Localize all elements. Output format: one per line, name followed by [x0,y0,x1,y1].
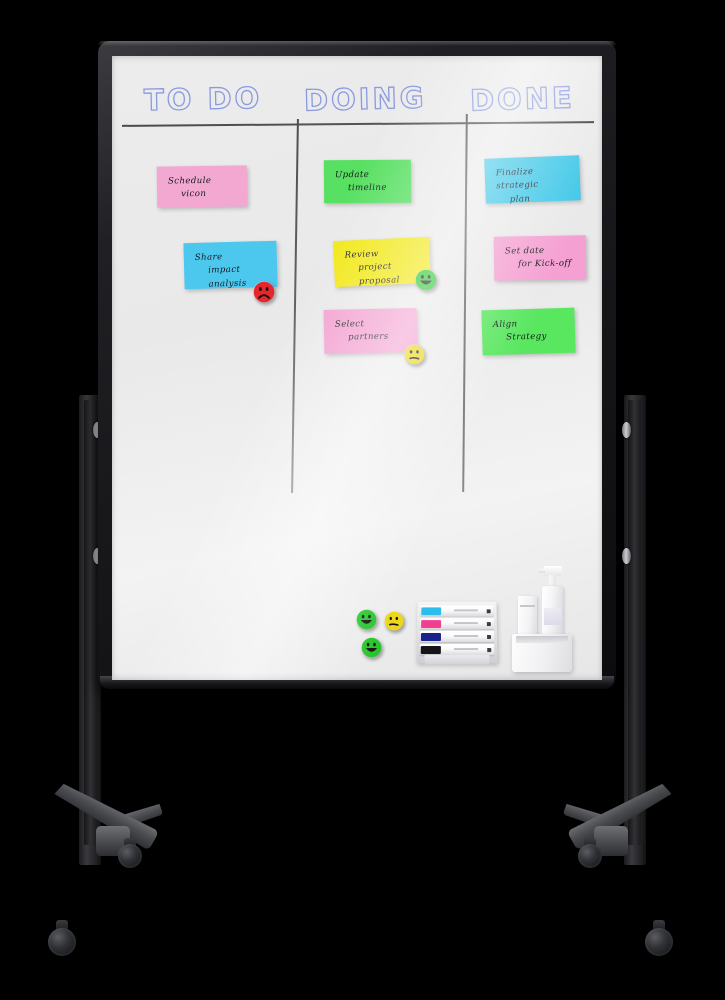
whiteboard-eraser[interactable] [518,596,537,640]
note-line-1: Schedule [167,175,212,187]
marker-nib-icon [487,634,492,639]
marker-nib-icon [486,608,491,613]
note-schedule-vicon[interactable]: Schedule vicon [156,165,248,208]
height-adjust-knob[interactable] [93,548,102,564]
note-line-2: project proposal [358,261,401,287]
caster-wheel[interactable] [645,928,673,956]
caster-wheel[interactable] [48,928,76,956]
marker-slot [419,631,495,642]
note-line-2: partners [348,331,389,343]
marker-slot [420,618,494,630]
height-adjust-knob[interactable] [622,548,631,564]
marker-pink[interactable] [421,619,491,628]
marker-cap [421,606,442,615]
column-divider-1 [291,119,299,493]
note-line-2: Strategy [506,331,547,343]
marker-blue[interactable] [420,632,492,641]
note-line-2: timeline [348,183,387,194]
marker-slot [419,643,495,656]
caster-wheel[interactable] [118,844,142,868]
caster-wheel[interactable] [578,844,602,868]
marker-nib-icon [486,621,491,626]
note-line-2: vicon [181,189,207,200]
marker-cap [420,632,441,641]
surface-glare [112,56,602,680]
marker-slot [420,605,494,617]
marker-band [454,621,478,624]
note-line-2: for Kick-off [518,258,572,270]
stand-post-inner-right [628,400,641,845]
height-adjust-knob[interactable] [93,422,102,438]
note-line-1: Finalize strategic [495,166,539,192]
spray-nozzle-icon [538,569,545,573]
magnet-happy-green-1-icon[interactable] [415,269,437,291]
column-header-done: DONE [469,80,576,119]
marker-tray-foot [424,655,490,665]
marker-band [454,608,478,611]
marker-tray[interactable] [416,601,498,665]
magnet-neutral-yellow-1-icon[interactable] [404,344,425,365]
marker-black[interactable] [420,645,492,654]
height-adjust-knob[interactable] [622,422,631,438]
magnet-neutral-yellow-2-icon[interactable] [384,611,404,631]
magnet-happy-green-2-icon[interactable] [356,609,377,630]
spray-head[interactable] [543,566,562,576]
header-underline [122,121,594,127]
marker-cap [421,619,442,628]
note-line-1: Set date [504,245,545,257]
note-update-timeline[interactable]: Update timeline [323,159,412,204]
column-header-doing: DOING [303,80,428,118]
marker-cap [420,645,441,654]
column-header-todo: TO DO [143,80,263,118]
magnet-happy-green-3-icon[interactable] [361,637,382,658]
spray-bottle-label [544,608,561,625]
spray-neck [549,575,556,588]
marker-cyan[interactable] [421,606,491,615]
marker-band [453,647,479,650]
accessory-caddy[interactable] [512,634,572,672]
column-divider-2 [462,114,468,492]
marker-band [453,634,479,637]
magnet-sad-red-icon[interactable] [253,281,275,303]
marker-nib-icon [487,647,492,652]
note-line-1: Update [334,169,370,181]
stand-post-inner-left [84,400,97,845]
